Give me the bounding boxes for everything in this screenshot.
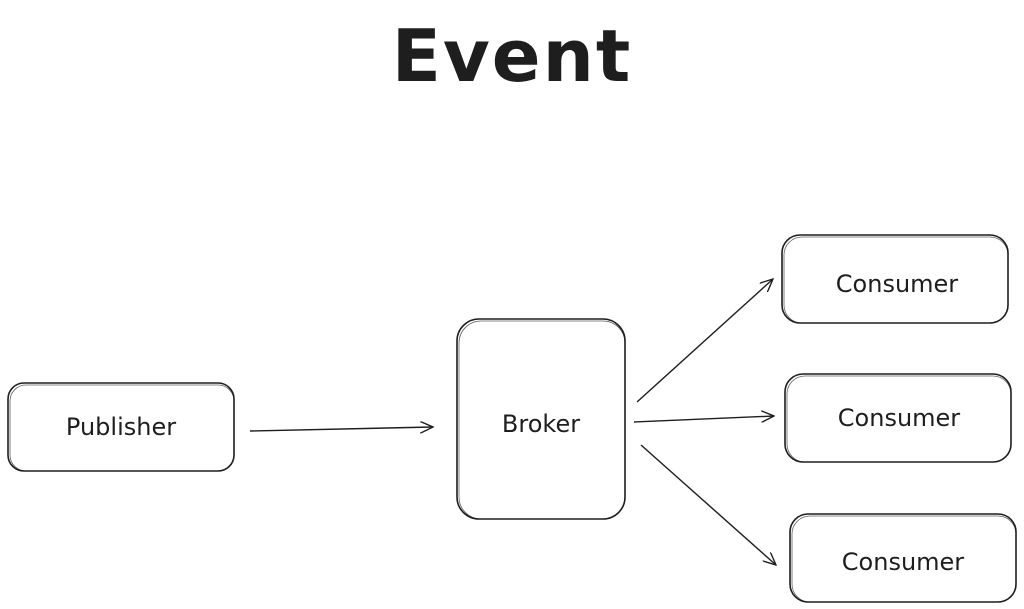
publisher-label: Publisher <box>66 413 176 441</box>
arrow-broker-to-consumer-3 <box>640 444 776 565</box>
consumer-node-2[interactable]: Consumer <box>784 373 1012 463</box>
consumer-node-1[interactable]: Consumer <box>781 234 1009 324</box>
consumer-label-2: Consumer <box>838 404 961 432</box>
arrow-publisher-to-broker <box>249 427 433 431</box>
broker-node[interactable]: Broker <box>456 318 626 520</box>
consumer-node-3[interactable]: Consumer <box>789 513 1017 603</box>
broker-label: Broker <box>502 410 580 438</box>
arrow-broker-to-consumer-1 <box>636 279 773 403</box>
arrow-broker-to-consumer-2 <box>633 416 774 423</box>
consumer-label-1: Consumer <box>836 270 959 298</box>
diagram-title: Event <box>391 14 633 98</box>
consumer-label-3: Consumer <box>842 548 965 576</box>
publisher-node[interactable]: Publisher <box>7 382 235 472</box>
